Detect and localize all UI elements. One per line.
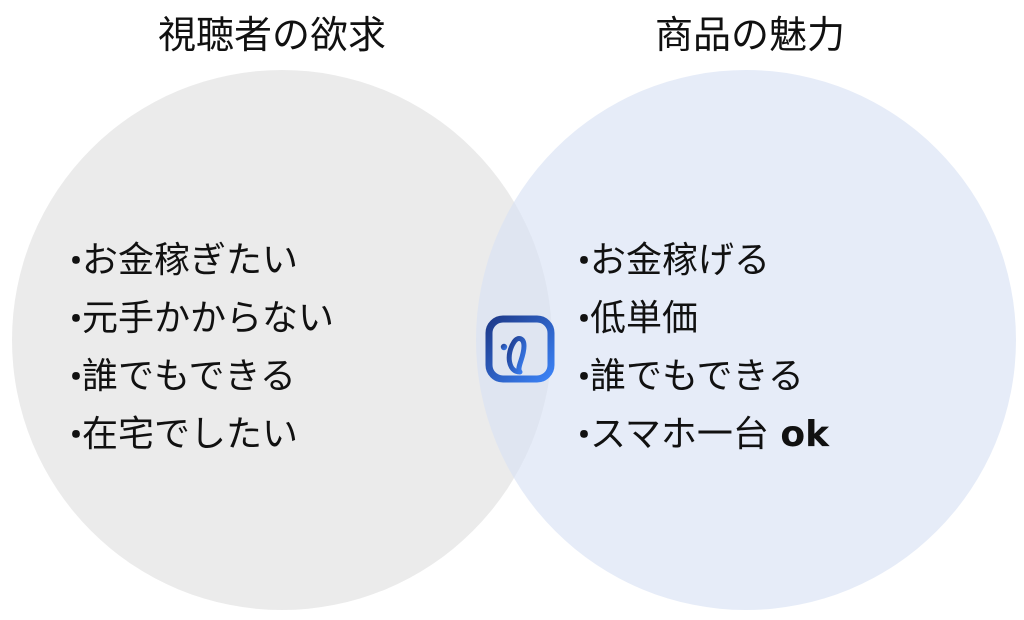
emphasis-text: ok	[780, 414, 830, 455]
logo-dot	[500, 343, 508, 351]
list-item-text: 元手かからない	[82, 298, 335, 339]
logo-frame	[485, 315, 555, 383]
right-list: ・お金稼げる ・低単価 ・誰でもできる ・スマホ一台 ok	[568, 232, 829, 464]
loop-logo-icon	[485, 315, 555, 383]
list-item-text: 在宅でしたい	[82, 414, 299, 455]
bullet: ・	[568, 416, 601, 454]
list-item: ・元手かからない	[60, 290, 334, 348]
bullet: ・	[568, 242, 601, 280]
bullet: ・	[60, 416, 93, 454]
left-circle	[12, 70, 552, 610]
list-item-text: 誰でもできる	[82, 356, 296, 397]
list-item: ・お金稼げる	[568, 232, 829, 290]
bullet: ・	[568, 358, 601, 396]
right-heading: 商品の魅力	[654, 13, 845, 57]
list-item: ・誰でもできる	[568, 348, 829, 406]
list-item: ・低単価	[568, 290, 829, 348]
bullet: ・	[568, 300, 601, 338]
bullet: ・	[60, 358, 93, 396]
bullet: ・	[60, 242, 93, 280]
list-item: ・誰でもできる	[60, 348, 334, 406]
logo-loop	[506, 336, 527, 375]
list-item-text: お金稼げる	[590, 240, 771, 281]
list-item: ・在宅でしたい	[60, 406, 334, 464]
list-item-text: スマホ一台	[590, 414, 769, 455]
right-circle	[476, 70, 1016, 610]
list-item-text: お金稼ぎたい	[82, 240, 299, 281]
list-item: ・スマホ一台 ok	[568, 406, 829, 464]
bullet: ・	[60, 300, 93, 338]
list-item: ・お金稼ぎたい	[60, 232, 334, 290]
left-heading: 視聴者の欲求	[157, 13, 386, 57]
left-list: ・お金稼ぎたい ・元手かからない ・誰でもできる ・在宅でしたい	[60, 232, 334, 464]
list-item-text: 低単価	[590, 298, 699, 339]
list-item-text: 誰でもできる	[590, 356, 804, 397]
